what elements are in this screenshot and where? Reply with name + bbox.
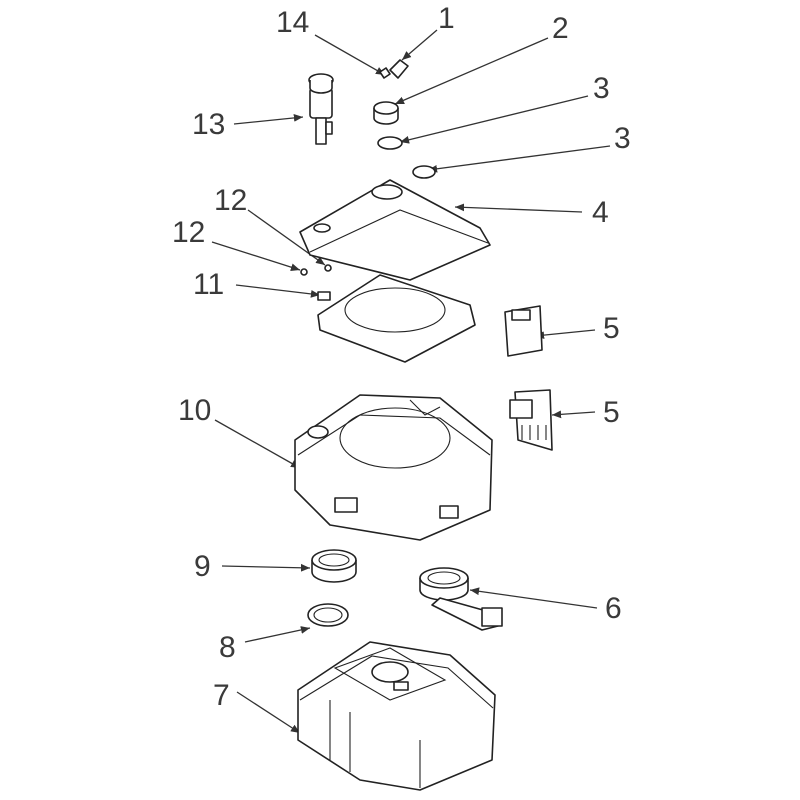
callout-13: 13 <box>192 108 226 141</box>
part-1-valve <box>389 59 409 79</box>
leader-4 <box>454 203 583 213</box>
callout-4: 4 <box>592 196 609 229</box>
leader-7 <box>236 691 301 734</box>
part-2-cap <box>373 101 399 125</box>
callout-12a: 12 <box>214 184 248 217</box>
callout-9: 9 <box>194 550 211 583</box>
leader-10 <box>214 419 301 469</box>
part-6-valve-slide <box>419 567 503 631</box>
part-7-lower-tank <box>297 641 496 791</box>
part-14-pin <box>379 67 391 79</box>
callout-5a: 5 <box>603 312 620 345</box>
part-11-hinge <box>317 291 331 301</box>
callout-6: 6 <box>605 592 622 625</box>
leader-13 <box>233 114 304 125</box>
leader-11 <box>235 284 321 298</box>
part-4-lid <box>299 179 491 281</box>
callout-12b: 12 <box>172 216 206 249</box>
callout-8: 8 <box>219 631 236 664</box>
leader-3b <box>427 145 611 173</box>
part-10-upper-tank <box>294 394 493 541</box>
part-3-seal-b <box>412 165 436 179</box>
part-12-screw-b <box>300 268 308 276</box>
seat-ring <box>317 274 476 363</box>
callout-11: 11 <box>193 268 225 301</box>
leader-3a <box>399 95 589 144</box>
part-9-ring-nut <box>311 549 357 583</box>
leader-6 <box>469 587 598 609</box>
leader-2 <box>394 37 549 105</box>
callout-5b: 5 <box>603 396 620 429</box>
leader-lines <box>211 29 611 734</box>
callout-14: 14 <box>276 6 310 39</box>
part-5-latch-a <box>504 305 543 357</box>
leader-5a <box>534 329 596 339</box>
callout-3b: 3 <box>614 122 631 155</box>
leader-12b <box>211 241 301 271</box>
callout-3a: 3 <box>593 72 610 105</box>
callout-2: 2 <box>552 12 569 45</box>
part-13-pump <box>308 73 334 145</box>
part-8-seal <box>307 603 349 627</box>
leader-14 <box>314 34 386 76</box>
part-3-seal-a <box>377 136 403 150</box>
leader-9 <box>221 563 311 572</box>
callout-1: 1 <box>438 2 455 35</box>
part-5-latch-b <box>509 389 553 451</box>
callout-10: 10 <box>178 394 212 427</box>
leader-1 <box>401 29 438 61</box>
leader-5b <box>551 410 596 419</box>
callout-7: 7 <box>213 679 230 712</box>
part-12-screw-a <box>324 264 332 272</box>
leader-8 <box>244 626 311 643</box>
